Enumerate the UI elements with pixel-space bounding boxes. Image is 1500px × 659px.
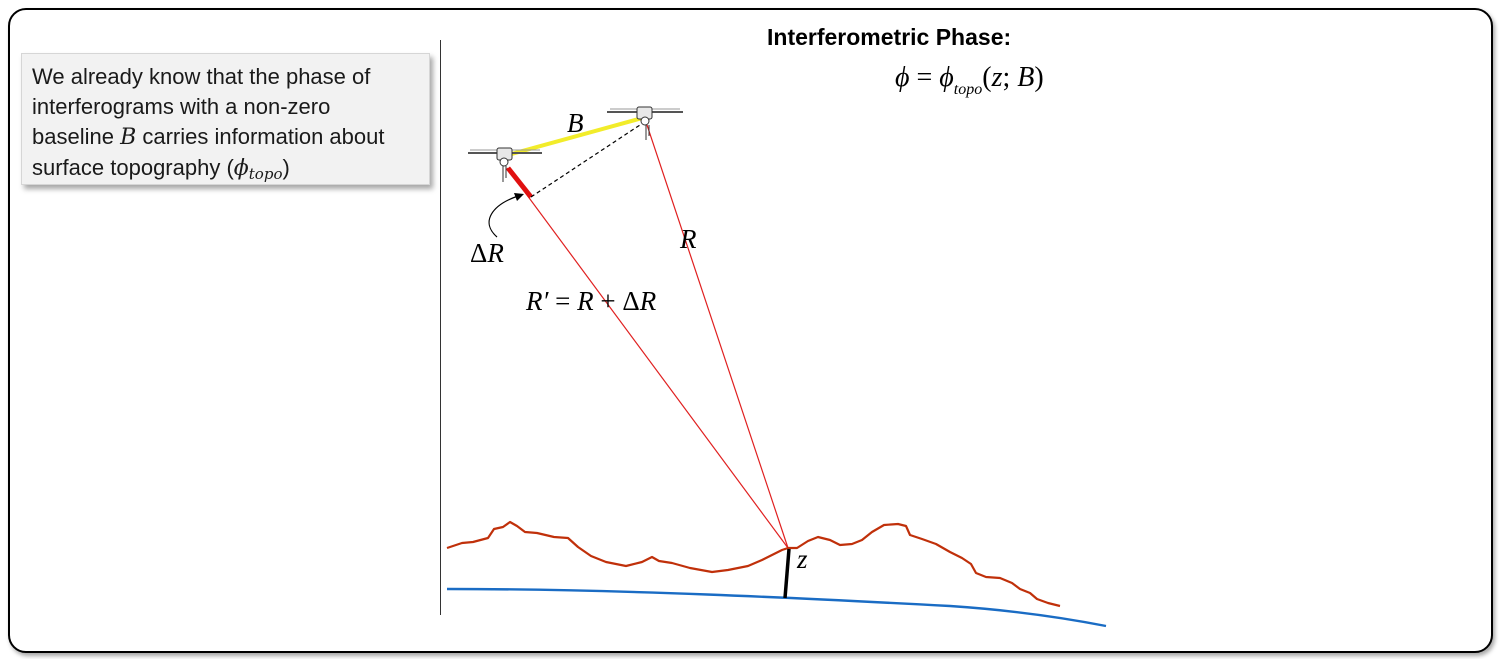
formula-phi-topo: ϕ bbox=[939, 62, 954, 93]
height-bar bbox=[783, 548, 791, 599]
formula-paren: ) bbox=[1034, 62, 1044, 93]
divider-line bbox=[440, 40, 441, 615]
range-ray bbox=[646, 124, 789, 549]
baseline-line bbox=[507, 115, 647, 157]
delta-r-segment bbox=[506, 166, 533, 199]
delta-r-arrow bbox=[488, 195, 519, 238]
baseline-symbol: B bbox=[120, 125, 137, 150]
formula-paren: ( bbox=[982, 62, 992, 93]
range-label: R bbox=[680, 224, 697, 255]
range-prime-r2: R bbox=[577, 286, 594, 316]
formula-z: z bbox=[991, 62, 1003, 93]
arrow-head bbox=[514, 193, 524, 201]
range-prime-eq: = bbox=[548, 286, 578, 316]
baseline-label-text: B bbox=[567, 108, 584, 138]
range-prime-r: R′ bbox=[526, 286, 549, 316]
note-line-2: interferograms with a non-zero bbox=[32, 94, 331, 119]
formula-b: B bbox=[1017, 62, 1035, 93]
range-prime-ray bbox=[506, 167, 789, 549]
note-box: We already know that the phase of interf… bbox=[21, 53, 430, 185]
phase-symbol: ϕ bbox=[233, 156, 249, 181]
reference-surface bbox=[446, 587, 1107, 628]
baseline-label: B bbox=[567, 108, 584, 139]
formula-equals: = bbox=[909, 62, 940, 93]
note-line-3: baseline B carries information about bbox=[32, 122, 419, 153]
satellite-icon bbox=[607, 106, 683, 140]
range-prime-label: R′ = R + ΔR bbox=[526, 286, 656, 317]
delta-r-label: ΔR bbox=[470, 238, 504, 269]
note-line-1: We already know that the phase of bbox=[32, 64, 371, 89]
formula-sep: ; bbox=[1002, 62, 1018, 93]
delta-symbol: Δ bbox=[470, 238, 488, 268]
note-text: ) bbox=[282, 155, 290, 180]
topography-profile bbox=[446, 520, 1061, 608]
formula-phi: ϕ bbox=[895, 62, 910, 93]
height-label-text: z bbox=[797, 544, 808, 574]
range-label-text: R bbox=[680, 224, 697, 254]
formula-subscript: topo bbox=[953, 81, 983, 98]
height-label: z bbox=[797, 544, 808, 575]
phase-subscript: topo bbox=[248, 165, 283, 183]
note-text: carries information about bbox=[136, 124, 385, 149]
range-prime-plus: + Δ bbox=[593, 286, 640, 316]
note-text: baseline bbox=[32, 124, 121, 149]
phase-formula: ϕ = ϕtopo(z; B) bbox=[895, 62, 1044, 99]
range-prime-r3: R bbox=[639, 286, 657, 316]
delta-r-text: R bbox=[487, 238, 504, 268]
satellite-icon bbox=[468, 147, 542, 182]
dashed-projection bbox=[530, 120, 647, 198]
note-text: surface topography ( bbox=[32, 155, 234, 180]
diagram-title: Interferometric Phase: bbox=[767, 24, 1012, 50]
note-line-4: surface topography (ϕtopo) bbox=[32, 153, 419, 189]
